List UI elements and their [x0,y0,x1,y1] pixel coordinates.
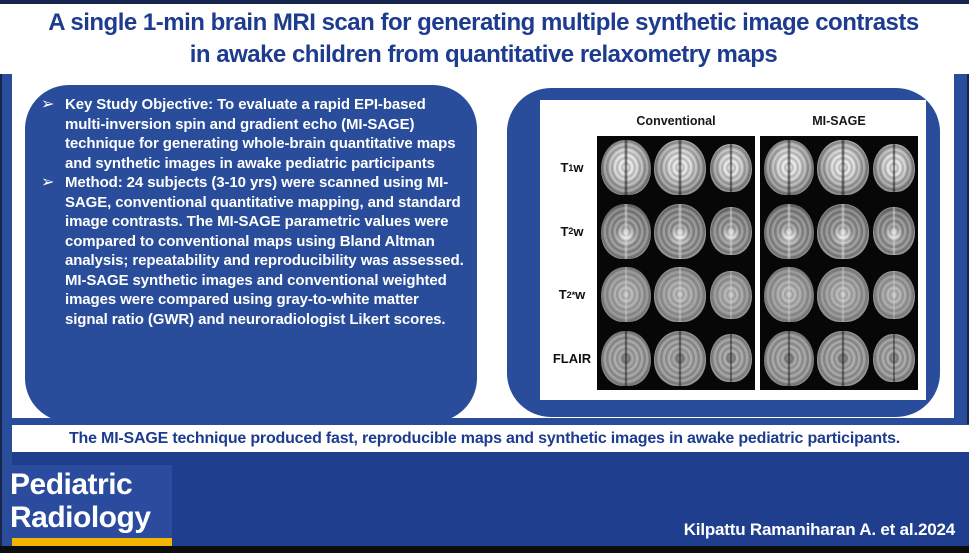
mi-sage-t2w-row [760,200,918,264]
brain-mri-slice [600,267,651,323]
brain-mri-slice [709,207,752,256]
column-header-mi-sage: MI-SAGE [812,114,866,128]
brain-mri-slice [872,334,915,383]
conventional-t1w-row [597,136,755,200]
objective-text: Key Study Objective: To evaluate a rapid… [65,96,456,172]
column-header-conventional: Conventional [636,114,716,128]
logo-accent-bar [0,538,172,546]
conclusion-text: The MI-SAGE technique produced fast, rep… [68,430,901,447]
title-line-1: A single 1-min brain MRI scan for genera… [48,9,919,36]
page-title: A single 1-min brain MRI scan for genera… [12,4,955,74]
bullet-method: ➢ Method: 24 subjects (3-10 yrs) were sc… [39,173,465,329]
citation-text: Kilpattu Ramaniharan A. et al.2024 [683,520,955,539]
brain-mri-slice [817,267,869,323]
title-line-2: in awake children from quantitative rela… [189,41,778,68]
arrow-bullet-icon: ➢ [41,96,55,113]
arrow-bullet-icon: ➢ [41,174,55,191]
mi-sage-image-panel [760,136,918,390]
footer: Pediatric Radiology Kilpattu Ramaniharan… [0,452,969,546]
mi-sage-t1w-row [760,136,918,200]
brain-mri-slice [654,140,706,196]
brain-mri-slice [763,267,814,323]
journal-logo: Pediatric Radiology [0,465,172,546]
conventional-t2w-row [597,200,755,264]
brain-mri-slice [709,334,752,383]
left-edge-band [0,74,12,546]
brain-mri-slice [872,207,915,256]
divider-bar [0,418,969,425]
brain-mri-slice [817,140,869,196]
row-label-flair: FLAIR [552,350,592,366]
brain-mri-slice [600,140,651,196]
bullet-objective: ➢ Key Study Objective: To evaluate a rap… [39,95,465,173]
right-edge-band [954,74,969,424]
brain-mri-slice [763,203,814,259]
brain-mri-slice [817,203,869,259]
brain-mri-slice [654,330,706,386]
bottom-border [0,546,969,553]
brain-mri-slice [654,203,706,259]
mi-sage-flair-row [760,327,918,391]
brain-mri-slice [763,330,814,386]
figure-header-row: Conventional MI-SAGE [547,106,919,136]
study-summary-box: ➢ Key Study Objective: To evaluate a rap… [25,85,477,422]
brain-mri-slice [872,143,915,192]
brain-mri-slice [872,270,915,319]
method-text: Method: 24 subjects (3-10 yrs) were scan… [65,174,464,328]
brain-mri-slice [817,330,869,386]
conventional-image-panel [597,136,755,390]
conclusion-strip: The MI-SAGE technique produced fast, rep… [0,425,969,452]
mi-sage-t2star-row [760,263,918,327]
brain-mri-slice [709,143,752,192]
top-border [0,0,969,4]
brain-mri-slice [709,270,752,319]
conventional-t2star-row [597,263,755,327]
brain-mri-slice [654,267,706,323]
conventional-flair-row [597,327,755,391]
journal-logo-line1: Pediatric [10,468,133,501]
brain-mri-slice [763,140,814,196]
brain-mri-slice [600,203,651,259]
brain-mri-slice [600,330,651,386]
journal-logo-line2: Radiology [10,501,151,534]
